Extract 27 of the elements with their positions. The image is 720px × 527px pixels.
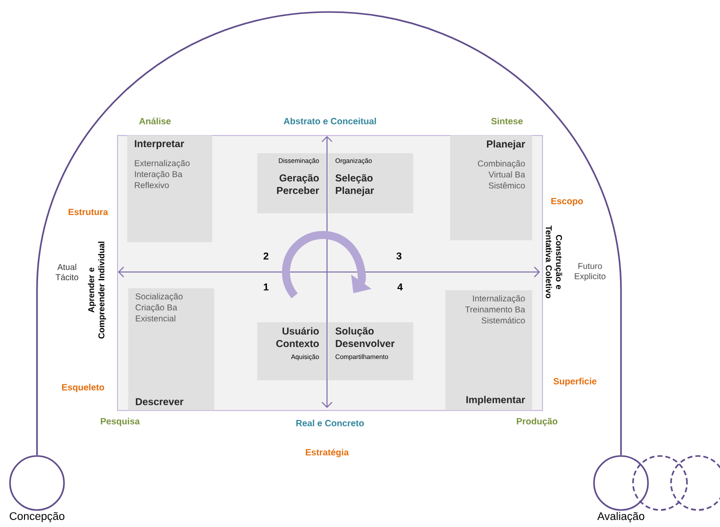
quadrant-number: 1 [264,284,268,290]
quadrant-number: 2 [264,252,268,260]
section-label: Superficie [554,378,596,386]
section-label: Produção [516,418,558,426]
text-box: Socialização Criação Ba Existencial Descrever [128,288,214,410]
section-label: Estratégia [306,448,349,458]
section-label: Escopo [551,198,583,206]
axis-label: Abstrato e Conceitual [284,118,376,124]
section-label: Análise [139,118,171,124]
axis-label: Real e Concreto [296,420,364,426]
text-box: Internalização Treinamento Ba Sistemático Implementar [445,290,532,410]
section-label: Estrutura [68,208,108,216]
quadrant-number: 4 [397,284,403,290]
node-label: Concepção [10,512,64,522]
arc-connector [36,11,622,456]
axis-label: Futuro Explicito [574,263,606,281]
section-label: Sintese [491,118,523,124]
section-label: Esqueleto [62,384,104,392]
text-box: Planejar Combinação Virtual Ba Sistêmico [450,135,532,240]
node-label: Avaliação [597,512,644,522]
quadrant-number: 3 [396,252,402,260]
text-box: Interpretar Externalização Interação Ba Reflexivo [127,135,212,242]
stage-circle [632,455,688,511]
axis-label: Aprender e Compreender Individual [88,242,106,339]
section-label: Pesquisa [100,418,140,426]
axis-label: Construção e Tentativa Coletivo [546,226,562,298]
axis-label: Atual Tácito [56,264,78,280]
